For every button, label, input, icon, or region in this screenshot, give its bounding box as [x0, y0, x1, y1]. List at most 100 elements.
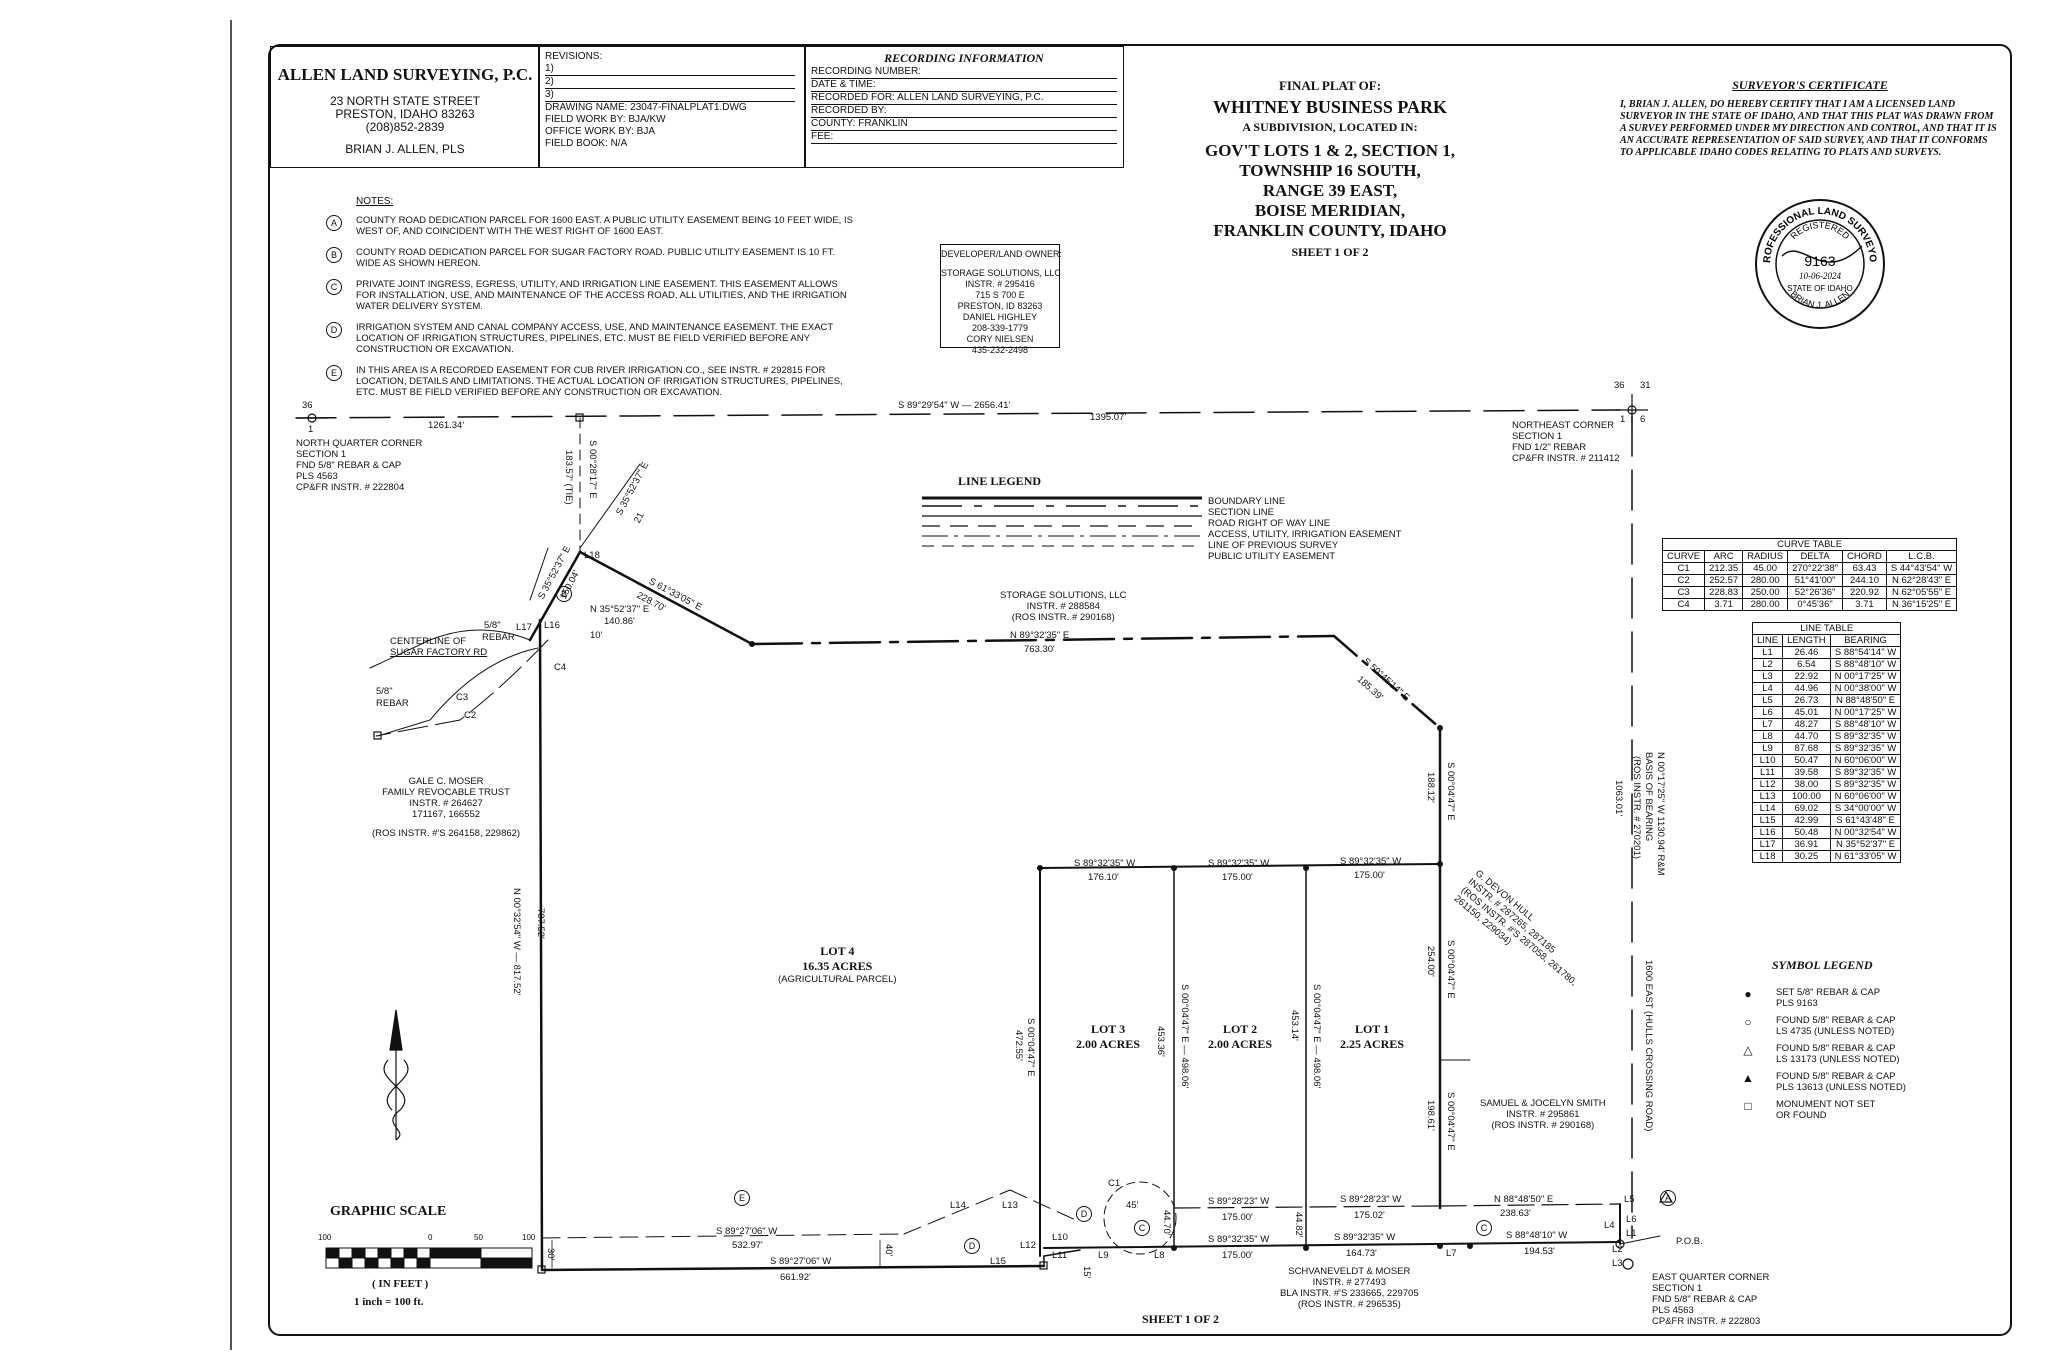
ne-line: CP&FR INSTR. # 211412: [1512, 453, 1620, 464]
ne-corner-num-36: 36: [1614, 380, 1625, 391]
south-length-1: 175.00': [1222, 1250, 1253, 1261]
legend-pue: PUBLIC UTILITY EASEMENT: [1208, 551, 1336, 562]
tag-l6: L6: [1626, 1214, 1637, 1225]
east-upper-length: 188.12': [1425, 772, 1436, 803]
note-key-a: A: [326, 215, 342, 231]
tag-c2: C2: [464, 710, 477, 721]
symbol-legend-title: SYMBOL LEGEND: [1772, 958, 1873, 972]
east-low-length: 198.61': [1425, 1100, 1436, 1131]
set-rebar-dot: [1171, 1245, 1177, 1251]
tag-l7: L7: [1446, 1248, 1457, 1259]
developer-line-2: INSTR. # 295416: [965, 279, 1035, 289]
eq-line: CP&FR INSTR. # 222803: [1652, 1316, 1761, 1327]
schvan-line: SCHVANEVELDT & MOSER: [1288, 1266, 1411, 1277]
note-c-text: PRIVATE JOINT INGRESS, EGRESS, UTILITY, …: [356, 279, 847, 312]
legend-row: ROAD RIGHT OF WAY LINE: [1208, 518, 1331, 529]
tag-l17: L17: [516, 622, 532, 633]
tag-l10: L10: [1052, 1232, 1068, 1243]
certificate-title: SURVEYOR'S CERTIFICATE: [1732, 78, 1888, 92]
notes-title: NOTES:: [356, 196, 394, 207]
found-rebar-circle-icon: ○: [1744, 1015, 1752, 1029]
plan-key-c1: C: [1134, 1218, 1150, 1236]
moser-line: (ROS INSTR. #'S 264158, 229862): [372, 828, 521, 839]
south-bearing-1: S 89°32'35" W: [1208, 1234, 1270, 1245]
easement-south: [541, 1233, 905, 1239]
centerline-line: CENTERLINE OF: [390, 636, 467, 647]
lot2-name: LOT 2: [1222, 1022, 1258, 1036]
lot-top-bearing-1: S 89°32'35" W: [1074, 858, 1136, 869]
east-len-1063: 1063.01': [1613, 780, 1624, 817]
eq-corner-note: EAST QUARTER CORNER SECTION 1 FND 5/8" R…: [1652, 1272, 1769, 1327]
plat-title-line8: FRANKLIN COUNTY, IDAHO: [1213, 221, 1447, 240]
lot2-acres: 2.00 ACRES: [1208, 1037, 1273, 1051]
north-line-bearing: S 89°29'54" W — 2656.41': [898, 400, 1011, 411]
ne-line: FND 1/2" REBAR: [1512, 442, 1587, 453]
firm-name: ALLEN LAND SURVEYING, P.C.: [277, 65, 533, 84]
lot4-name: LOT 4: [820, 944, 855, 958]
rebar-label-2b: REBAR: [376, 698, 409, 709]
storage-owner-label: STORAGE SOLUTIONS, LLC INSTR. # 288584 (…: [1000, 590, 1127, 623]
line-cell: L14: [1751, 802, 1784, 815]
boundary-south: [540, 1264, 1046, 1272]
nq-line: CP&FR INSTR. # 222804: [296, 482, 405, 493]
firm-phone: (208)852-2839: [365, 120, 445, 134]
tag-l11: L11: [1052, 1250, 1068, 1261]
firm-address1: 23 NORTH STATE STREET: [329, 94, 481, 108]
tag-l16: L16: [544, 620, 560, 631]
lot4-label: LOT 4 16.35 ACRES (AGRICULTURAL PARCEL): [778, 944, 897, 985]
rebar-square: [373, 731, 382, 740]
dim-45: 45': [1126, 1200, 1139, 1211]
key-e-icon: E: [734, 1190, 750, 1206]
legend-boundary: BOUNDARY LINE: [1208, 496, 1286, 507]
recording-date: DATE & TIME:: [811, 79, 1117, 92]
legend-section: SECTION LINE: [1208, 507, 1274, 518]
dim-15-label: 15': [1081, 1266, 1092, 1279]
developer-line-7: CORY NIELSEN: [966, 334, 1034, 344]
curve-cell: 3.71: [1842, 598, 1887, 611]
lot-top-length-2: 175.00': [1222, 872, 1253, 883]
boundary-west: [538, 618, 544, 1272]
lot1-acres: 2.25 ACRES: [1340, 1037, 1405, 1051]
curve-cell: N 36°15'25" E: [1885, 598, 1958, 611]
centerline-label: CENTERLINE OF SUGAR FACTORY RD: [390, 636, 487, 658]
plat-title-name: WHITNEY BUSINESS PARK: [1212, 97, 1448, 117]
set-rebar-dot: [1303, 865, 1309, 871]
curve-c2: [377, 647, 539, 737]
note-key-d: D: [326, 322, 342, 338]
tag-l4: L4: [1604, 1220, 1615, 1231]
symbol-label: FOUND 5/8" REBAR & CAP: [1776, 1015, 1896, 1026]
revision-row-3: 3): [545, 89, 795, 102]
smith-line: INSTR. # 295861: [1506, 1109, 1580, 1120]
developer-line-1: STORAGE SOLUTIONS, LLC: [941, 268, 1061, 278]
plat-title-line6: RANGE 39 EAST,: [1262, 181, 1398, 200]
firm-block: ALLEN LAND SURVEYING, P.C. 23 NORTH STAT…: [270, 46, 540, 168]
symbol-label: PLS 9163: [1776, 998, 1818, 1009]
sw-length-1: 532.97': [732, 1240, 763, 1251]
nq-corner-note: NORTH QUARTER CORNER SECTION 1 FND 5/8" …: [296, 438, 422, 493]
curve-table: CURVE TABLE CURVE ARC RADIUS DELTA CHORD…: [1661, 538, 1958, 611]
firm-surveyor: BRIAN J. ALLEN, PLS: [345, 142, 465, 156]
north-dist-1395: 1395.07': [1090, 412, 1127, 423]
graphic-scale-bar: [325, 1247, 533, 1269]
symbol-label: FOUND 5/8" REBAR & CAP: [1776, 1043, 1896, 1054]
plat-title-line3: A SUBDIVISION, LOCATED IN:: [1242, 120, 1418, 134]
west-long-length: 787.52': [535, 908, 546, 939]
surveyor-seal: PROFESSIONAL LAND SURVEYOR REGISTERED 91…: [1752, 196, 1885, 329]
dim-44-82: 44.82': [1293, 1212, 1304, 1238]
plan-key-e: E: [734, 1188, 750, 1206]
note-e-text: IN THIS AREA IS A RECORDED EASEMENT FOR …: [356, 365, 843, 398]
lot-top-length-3: 175.00': [1354, 870, 1385, 881]
tie-monument-square: [575, 413, 584, 422]
eq-line: PLS 4563: [1652, 1305, 1694, 1316]
dim-40-label: 40': [883, 1244, 894, 1257]
eq-line: EAST QUARTER CORNER: [1652, 1272, 1770, 1283]
